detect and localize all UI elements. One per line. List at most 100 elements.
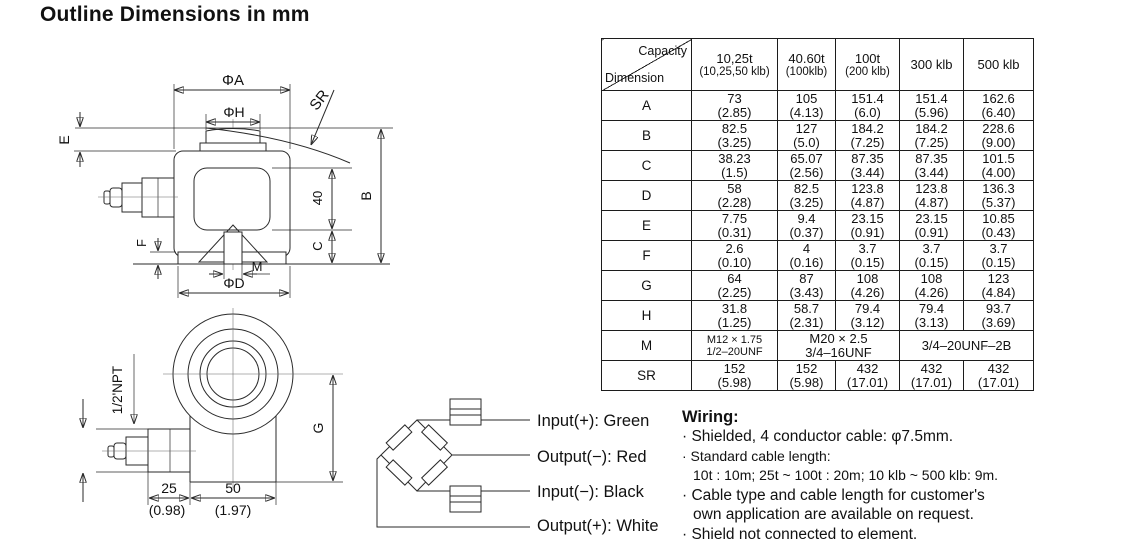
table-cell: 31.8(1.25) bbox=[691, 300, 778, 331]
table-cell: 123.8(4.87) bbox=[899, 180, 964, 211]
table-cell: 152(5.98) bbox=[691, 360, 778, 391]
row-label: C bbox=[601, 150, 692, 181]
resistor bbox=[449, 398, 482, 410]
table-cell: 123(4.84) bbox=[963, 270, 1034, 301]
table-cell: 87(3.43) bbox=[777, 270, 836, 301]
row-label: H bbox=[601, 300, 692, 331]
resistor bbox=[449, 485, 482, 497]
table-cell: 87.35(3.44) bbox=[899, 150, 964, 181]
wiring-notes: Wiring: · Shielded, 4 conductor cable: φ… bbox=[682, 407, 1129, 544]
dim-label-phi-d: ΦD bbox=[223, 275, 244, 291]
table-cell: 7.75(0.31) bbox=[691, 210, 778, 241]
row-label: F bbox=[601, 240, 692, 271]
table-cell: 38.23(1.5) bbox=[691, 150, 778, 181]
bridge-circuit bbox=[376, 398, 530, 528]
dim-label-50-in: (1.97) bbox=[215, 502, 252, 518]
wire-label: Input(+): Green bbox=[537, 412, 650, 430]
resistor bbox=[420, 459, 449, 486]
table-cell: 127(5.0) bbox=[777, 120, 836, 151]
table-cell: 151.4(6.0) bbox=[835, 90, 900, 121]
page-title: Outline Dimensions in mm bbox=[40, 3, 310, 26]
dim-label-phi-a: ΦA bbox=[222, 72, 244, 89]
table-cell: 82.5(3.25) bbox=[691, 120, 778, 151]
table-cell: 432(17.01) bbox=[899, 360, 964, 391]
wiring-note-line: · Standard cable length: bbox=[682, 447, 831, 464]
table-cell: 108(4.26) bbox=[835, 270, 900, 301]
column-header: 100t(200 klb) bbox=[835, 38, 900, 91]
dim-label-phi-h: ΦH bbox=[223, 104, 244, 120]
dim-label-npt: 1/2'NPT bbox=[110, 366, 125, 414]
table-cell: 10.85(0.43) bbox=[963, 210, 1034, 241]
table-cell: 9.4(0.37) bbox=[777, 210, 836, 241]
resistor bbox=[420, 424, 449, 451]
table-cell: 184.2(7.25) bbox=[835, 120, 900, 151]
table-cell: 184.2(7.25) bbox=[899, 120, 964, 151]
dim-label-c: C bbox=[310, 241, 325, 250]
table-cell: 65.07(2.56) bbox=[777, 150, 836, 181]
table-cell: 108(4.26) bbox=[899, 270, 964, 301]
resistor bbox=[449, 414, 482, 426]
table-cell: 87.35(3.44) bbox=[835, 150, 900, 181]
table-cell: 3.7(0.15) bbox=[835, 240, 900, 271]
table-corner: Capacity Dimension bbox=[601, 38, 692, 91]
dim-label-25: 25 bbox=[161, 480, 177, 496]
dimension-table: Capacity Dimension 10,25t(10,25,50 klb) 4… bbox=[601, 38, 1034, 391]
corner-capacity-label: Capacity bbox=[638, 44, 687, 58]
wiring-note-line: · Shielded, 4 conductor cable: φ7.5mm. bbox=[682, 428, 954, 445]
row-label: B bbox=[601, 120, 692, 151]
table-cell: 228.6(9.00) bbox=[963, 120, 1034, 151]
dim-label-f: F bbox=[134, 239, 149, 247]
table-cell: 432(17.01) bbox=[963, 360, 1034, 391]
table-cell: 3/4–20UNF–2B bbox=[899, 330, 1034, 361]
resistor bbox=[449, 501, 482, 513]
column-header: 300 klb bbox=[899, 38, 964, 91]
dim-label-e: E bbox=[56, 135, 72, 144]
dim-label-m: M bbox=[252, 259, 263, 274]
bottom-view: 1/2'NPT G 25 (0.98) 50 (1.97) bbox=[83, 308, 343, 518]
column-header: 10,25t(10,25,50 klb) bbox=[691, 38, 778, 91]
wiring-note-line: 10t : 10m; 25t ~ 100t : 20m; 10 klb ~ 50… bbox=[693, 467, 999, 483]
table-header-row: Capacity Dimension 10,25t(10,25,50 klb)4… bbox=[601, 38, 1034, 91]
row-label: G bbox=[601, 270, 692, 301]
table-cell: 93.7(3.69) bbox=[963, 300, 1034, 331]
table-cell: 73(2.85) bbox=[691, 90, 778, 121]
resistor bbox=[385, 424, 413, 451]
table-cell: 136.3(5.37) bbox=[963, 180, 1034, 211]
dim-label-sr: SR bbox=[306, 87, 332, 114]
resistor bbox=[385, 459, 413, 486]
wire-label: Output(−): Red bbox=[537, 448, 647, 466]
wire-label: Output(+): White bbox=[537, 517, 659, 535]
table-cell: 64(2.25) bbox=[691, 270, 778, 301]
wiring-note-lines: · Shielded, 4 conductor cable: φ7.5mm. · … bbox=[682, 427, 1129, 544]
dim-label-g: G bbox=[310, 423, 326, 434]
table-cell: 152(5.98) bbox=[777, 360, 836, 391]
table-cell: 23.15(0.91) bbox=[899, 210, 964, 241]
row-label: SR bbox=[601, 360, 692, 391]
dim-label-b: B bbox=[358, 191, 374, 200]
table-cell: 4(0.16) bbox=[777, 240, 836, 271]
row-label: E bbox=[601, 210, 692, 241]
table-cell: 3.7(0.15) bbox=[963, 240, 1034, 271]
wiring-note-line: · Shield not connected to element. bbox=[682, 525, 918, 543]
table-cell: 23.15(0.91) bbox=[835, 210, 900, 241]
table-cell: 79.4(3.13) bbox=[899, 300, 964, 331]
table-cell: 123.8(4.87) bbox=[835, 180, 900, 211]
row-label: A bbox=[601, 90, 692, 121]
table-cell: 162.6(6.40) bbox=[963, 90, 1034, 121]
wire-label: Input(−): Black bbox=[537, 483, 644, 501]
table-cell: 58.7(2.31) bbox=[777, 300, 836, 331]
row-label: M bbox=[601, 330, 692, 361]
dim-label-50: 50 bbox=[225, 480, 241, 496]
table-cell: 2.6(0.10) bbox=[691, 240, 778, 271]
